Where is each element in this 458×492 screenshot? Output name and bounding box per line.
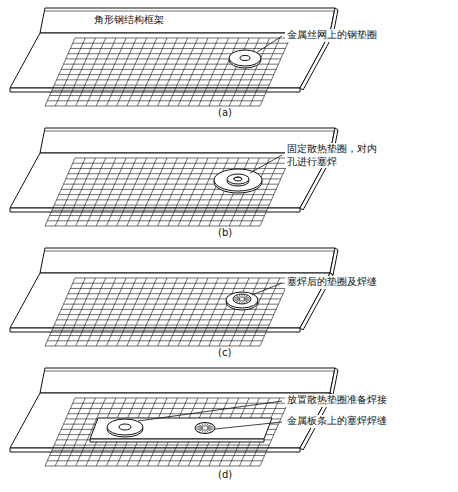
part-label: 金属板条上的塞焊焊缝 — [285, 415, 389, 428]
wire-mesh — [57, 319, 272, 320]
angle-horizontal-leg — [10, 273, 330, 328]
weld-bead — [239, 295, 241, 298]
leader-line — [250, 155, 282, 173]
wire-mesh — [47, 100, 262, 101]
wire-mesh — [50, 335, 265, 336]
wire-mesh — [54, 445, 269, 446]
wire-mesh — [70, 48, 285, 49]
angle-vertical-leg — [40, 368, 335, 393]
wire-mesh — [47, 220, 262, 221]
wire-mesh — [45, 466, 260, 467]
wire-mesh — [50, 95, 265, 96]
wire-mesh — [52, 450, 267, 451]
weld-bead — [205, 423, 206, 427]
wire-mesh — [59, 314, 274, 315]
steel-washer — [227, 174, 249, 184]
wire-mesh — [73, 403, 288, 404]
wire-mesh — [52, 90, 267, 91]
angle-end — [330, 248, 338, 275]
angle-edge — [45, 251, 335, 252]
part-label: 塞焊后的垫圈及焊缝 — [285, 276, 379, 289]
leader-line — [138, 401, 282, 421]
wire-mesh — [45, 346, 260, 347]
weld-bead — [243, 300, 245, 303]
weld-bead — [202, 423, 204, 426]
wire-mesh — [70, 288, 285, 289]
leader-line — [215, 422, 282, 429]
weld-bead — [244, 297, 249, 298]
wire-mesh — [68, 413, 283, 414]
wire-mesh — [75, 38, 290, 39]
part-label: 固定散热垫圈，对内孔进行塞焊 — [285, 143, 385, 168]
wire-mesh — [47, 460, 262, 461]
washer-hole — [234, 177, 242, 181]
wire-mesh — [52, 330, 267, 331]
panel-caption: (a) — [216, 107, 234, 120]
weld-arc — [233, 177, 242, 179]
leader-line — [252, 283, 282, 295]
part-label: 放置散热垫圈准备焊接 — [285, 394, 389, 407]
weld-bead — [207, 426, 213, 427]
angle-end — [300, 33, 333, 90]
heat-sink-washer — [214, 169, 262, 191]
angle-horizontal-leg — [10, 393, 330, 448]
wire-mesh — [45, 226, 260, 227]
plug-weld — [233, 294, 251, 304]
wire-mesh — [59, 74, 274, 75]
wire-mesh — [73, 43, 288, 44]
heat-sink-washer — [107, 419, 143, 435]
wire-mesh — [73, 163, 288, 164]
metal-strip-edge — [90, 439, 264, 442]
angle-horizontal-leg — [10, 33, 330, 88]
weld-bead — [196, 428, 203, 429]
metal-strip — [90, 418, 272, 439]
wire-mesh — [75, 158, 290, 159]
weld-bead — [197, 429, 203, 430]
wire-mesh — [47, 340, 262, 341]
wire-mesh — [57, 199, 272, 200]
wire-mesh — [61, 69, 276, 70]
wire-mesh — [57, 79, 272, 80]
panel-caption: (c) — [216, 347, 233, 360]
weld-bead — [244, 300, 248, 302]
weld-bead — [235, 299, 240, 300]
wire-mesh — [50, 455, 265, 456]
angle-vertical-leg — [40, 248, 335, 273]
angle-end — [330, 368, 338, 395]
weld-bead — [205, 429, 206, 433]
wire-mesh — [75, 398, 290, 399]
panel-caption: (b) — [216, 227, 234, 240]
frame-label: 角形钢结构框架 — [92, 14, 166, 27]
weld-bead — [208, 428, 215, 429]
angle-edge — [45, 11, 335, 12]
wire-mesh — [54, 85, 269, 86]
part-label: 金属丝网上的钢垫圈 — [285, 29, 379, 42]
wire-mesh — [59, 194, 274, 195]
angle-edge — [45, 131, 335, 132]
weld-bead — [236, 296, 240, 298]
wire-mesh — [50, 215, 265, 216]
wire-mesh — [70, 168, 285, 169]
weld-bead — [242, 300, 243, 303]
leader-line — [256, 36, 282, 53]
panel-caption: (d) — [216, 469, 234, 482]
plug-weld — [195, 423, 215, 434]
wire-mesh — [54, 205, 269, 206]
washer-hole — [119, 424, 131, 430]
wire-mesh — [75, 278, 290, 279]
wire-mesh — [52, 210, 267, 211]
weld-bead — [242, 295, 243, 298]
wire-mesh — [45, 106, 260, 107]
weld-bead — [234, 299, 240, 300]
angle-edge — [45, 371, 335, 372]
weld-bead — [244, 299, 250, 300]
wire-mesh — [70, 408, 285, 409]
angle-horizontal-leg — [10, 153, 330, 208]
washer-hole — [240, 56, 250, 61]
wire-mesh — [54, 325, 269, 326]
wire-mesh — [73, 283, 288, 284]
weld-bead — [206, 429, 208, 432]
